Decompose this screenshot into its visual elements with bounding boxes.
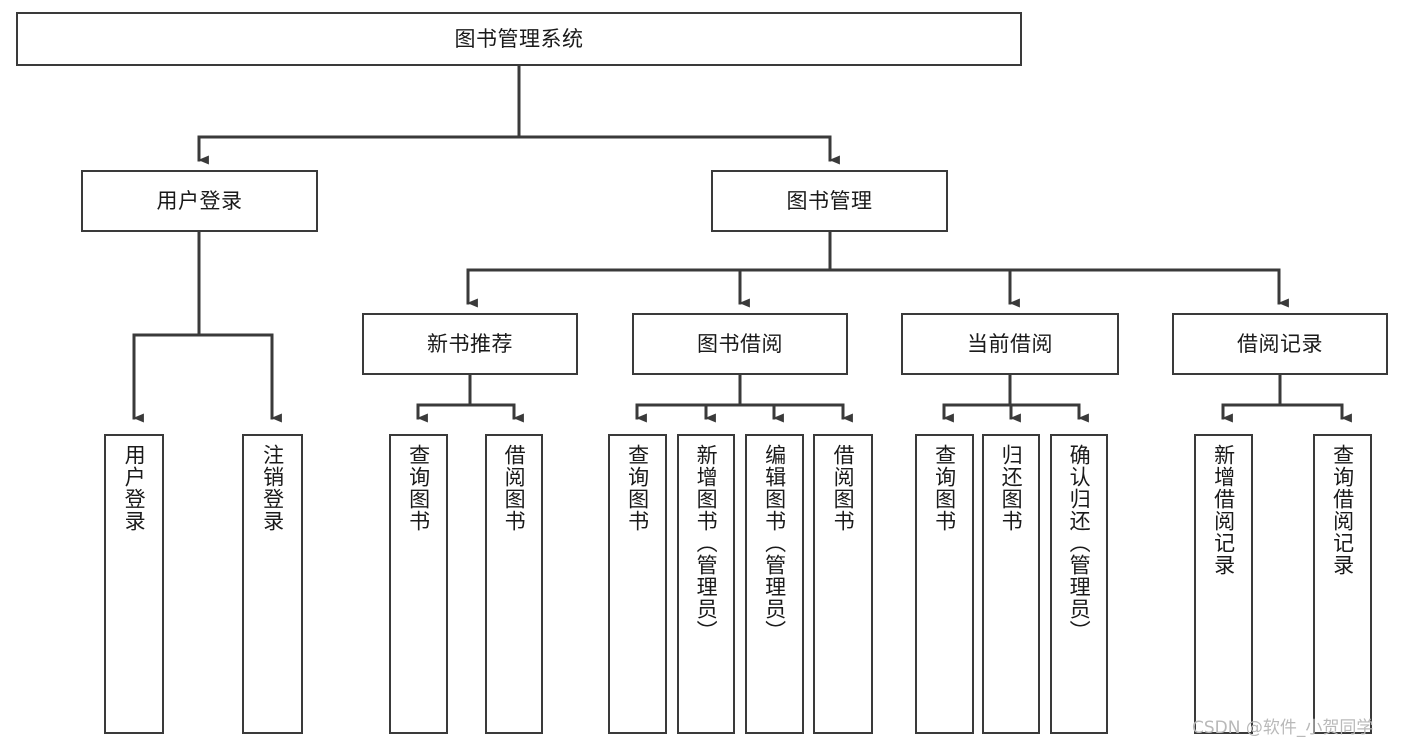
leaf-logout-label: 注销登录 [260,444,285,532]
node-borrow-record-label: 借阅记录 [1237,331,1323,356]
node-current-borrow[interactable]: 当前借阅 [901,313,1119,375]
node-new-book-recommend-label: 新书推荐 [427,331,513,356]
leaf-query-book-3-label: 查询图书 [932,444,957,532]
leaf-borrow-book-1-label: 借阅图书 [502,444,527,532]
node-root[interactable]: 图书管理系统 [16,12,1022,66]
leaf-user-login[interactable]: 用户登录 [104,434,164,734]
node-book-manage[interactable]: 图书管理 [711,170,948,232]
node-user-login-label: 用户登录 [156,188,243,213]
node-book-manage-label: 图书管理 [786,188,873,213]
node-user-login[interactable]: 用户登录 [81,170,318,232]
leaf-add-borrow-record[interactable]: 新增借阅记录 [1194,434,1253,734]
leaf-borrow-book-2[interactable]: 借阅图书 [813,434,873,734]
leaf-query-book-3[interactable]: 查询图书 [915,434,974,734]
node-book-borrow[interactable]: 图书借阅 [632,313,848,375]
node-current-borrow-label: 当前借阅 [967,331,1053,356]
leaf-query-borrow-record-label: 查询借阅记录 [1330,444,1355,576]
leaf-query-book-2-label: 查询图书 [625,444,650,532]
leaf-edit-book[interactable]: 编辑图书（管理员） [745,434,804,734]
leaf-add-book[interactable]: 新增图书（管理员） [677,434,735,734]
node-book-borrow-label: 图书借阅 [697,331,783,356]
leaf-confirm-return-label: 确认归还（管理员） [1067,444,1092,642]
leaf-confirm-return[interactable]: 确认归还（管理员） [1050,434,1108,734]
leaf-query-book-2[interactable]: 查询图书 [608,434,667,734]
leaf-add-borrow-record-label: 新增借阅记录 [1211,444,1236,576]
leaf-borrow-book-2-label: 借阅图书 [831,444,856,532]
leaf-user-login-label: 用户登录 [122,444,147,532]
csdn-watermark: CSDN @软件_小贺同学 [1192,718,1374,738]
leaf-query-book-1[interactable]: 查询图书 [389,434,448,734]
node-new-book-recommend[interactable]: 新书推荐 [362,313,578,375]
leaf-return-book-label: 归还图书 [999,444,1024,532]
leaf-return-book[interactable]: 归还图书 [982,434,1040,734]
leaf-edit-book-label: 编辑图书（管理员） [762,444,787,642]
node-root-label: 图书管理系统 [454,26,584,51]
node-borrow-record[interactable]: 借阅记录 [1172,313,1388,375]
leaf-query-borrow-record[interactable]: 查询借阅记录 [1313,434,1372,734]
leaf-borrow-book-1[interactable]: 借阅图书 [485,434,543,734]
leaf-query-book-1-label: 查询图书 [406,444,431,532]
leaf-logout[interactable]: 注销登录 [242,434,303,734]
leaf-add-book-label: 新增图书（管理员） [694,444,719,642]
